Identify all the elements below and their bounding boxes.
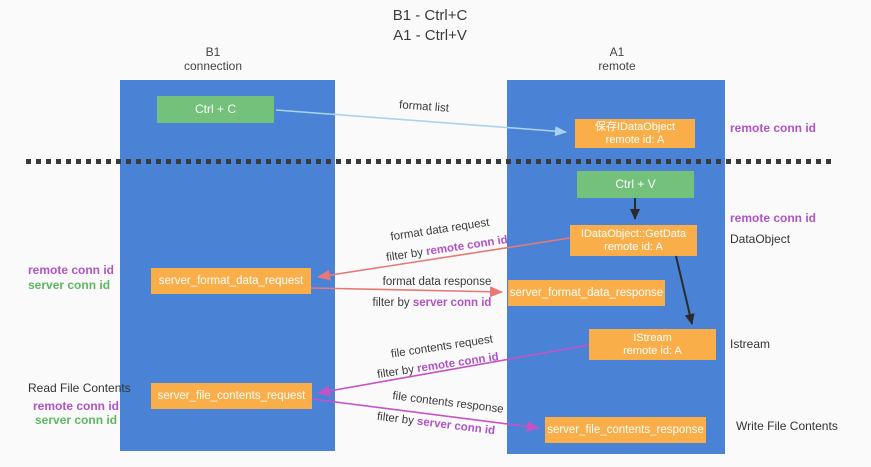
node-save-idataobject-line2: remote id: A xyxy=(605,133,665,146)
node-server-file-contents-response-label: server_file_contents_response xyxy=(547,423,704,436)
annotation-server-conn-id-left: server conn id xyxy=(28,278,111,292)
filter-remote-conn-id: remote conn id xyxy=(425,233,509,259)
node-server-format-data-request-label: server_format_data_request xyxy=(158,274,304,287)
node-server-file-contents-response: server_file_contents_response xyxy=(545,417,706,443)
annotation-remote-conn-id-left: remote conn id xyxy=(28,263,115,277)
annotation-remote-conn-id-bottom: remote conn id xyxy=(33,399,120,413)
annotation-remote-conn-id-mid: remote conn id xyxy=(730,211,817,225)
filter-by-prefix: filter by xyxy=(376,410,418,428)
lane-a1-name: A1 xyxy=(609,45,625,59)
label-format-list: format list xyxy=(398,99,450,115)
node-idataobject-getdata-line1: IDataObject::GetData xyxy=(580,227,687,240)
arrow-format-data-response xyxy=(310,286,503,298)
node-idataobject-getdata-line2: remote id: A xyxy=(604,240,663,253)
annotation-server-conn-id-bottom: server conn id xyxy=(35,413,118,427)
node-server-format-data-response: server_format_data_response xyxy=(508,280,665,306)
node-server-file-contents-request-label: server_file_contents_request xyxy=(157,389,306,402)
node-save-idataobject-line1: 保存IDataObject xyxy=(594,120,676,133)
node-istream-line2: remote id: A xyxy=(623,344,682,357)
filter-by-prefix: filter by xyxy=(372,297,413,309)
lane-b1-role: connection xyxy=(183,59,243,73)
annotation-write-file-contents: Write File Contents xyxy=(736,419,838,433)
annotation-istream: Istream xyxy=(730,337,771,351)
node-server-format-data-request: server_format_data_request xyxy=(151,268,311,294)
node-istream-line1: IStream xyxy=(633,331,672,344)
annotation-read-file-contents: Read File Contents xyxy=(28,381,131,395)
lane-b1-name: B1 xyxy=(205,45,221,59)
label-file-contents-response: file contents response xyxy=(391,390,505,416)
annotation-remote-conn-id-top: remote conn id xyxy=(730,121,817,135)
node-ctrl-c: Ctrl + C xyxy=(157,96,274,123)
node-ctrl-v-label: Ctrl + V xyxy=(615,177,656,191)
label-filter-by-server-1: filter by server conn id xyxy=(373,297,492,309)
label-format-data-response: format data response xyxy=(382,276,492,288)
node-save-idataobject: 保存IDataObject remote id: A xyxy=(575,119,695,148)
node-istream: IStream remote id: A xyxy=(589,329,716,360)
filter-by-prefix: filter by xyxy=(376,363,419,382)
node-ctrl-c-label: Ctrl + C xyxy=(194,102,236,116)
node-server-file-contents-request: server_file_contents_request xyxy=(151,383,312,409)
lane-header-b1: B1 connection xyxy=(163,45,263,73)
lane-a1-role: remote xyxy=(598,59,636,73)
title-line-ctrl-c: B1 - Ctrl+C xyxy=(392,7,468,24)
diagram-title: B1 - Ctrl+C A1 - Ctrl+V xyxy=(330,6,530,46)
filter-server-conn-id: server conn id xyxy=(412,297,492,309)
node-server-format-data-response-label: server_format_data_response xyxy=(509,286,664,299)
lane-header-a1: A1 remote xyxy=(567,45,667,73)
annotation-dataobject: DataObject xyxy=(730,232,791,246)
title-line-ctrl-v: A1 - Ctrl+V xyxy=(393,27,467,44)
clipboard-boundary-dashed-line xyxy=(26,159,831,164)
filter-by-prefix: filter by xyxy=(385,246,428,265)
node-idataobject-getdata: IDataObject::GetData remote id: A xyxy=(570,225,697,256)
node-ctrl-v: Ctrl + V xyxy=(577,171,694,198)
label-filter-by-server-2: filter by server conn id xyxy=(376,411,495,437)
filter-server-conn-id: server conn id xyxy=(416,415,496,438)
